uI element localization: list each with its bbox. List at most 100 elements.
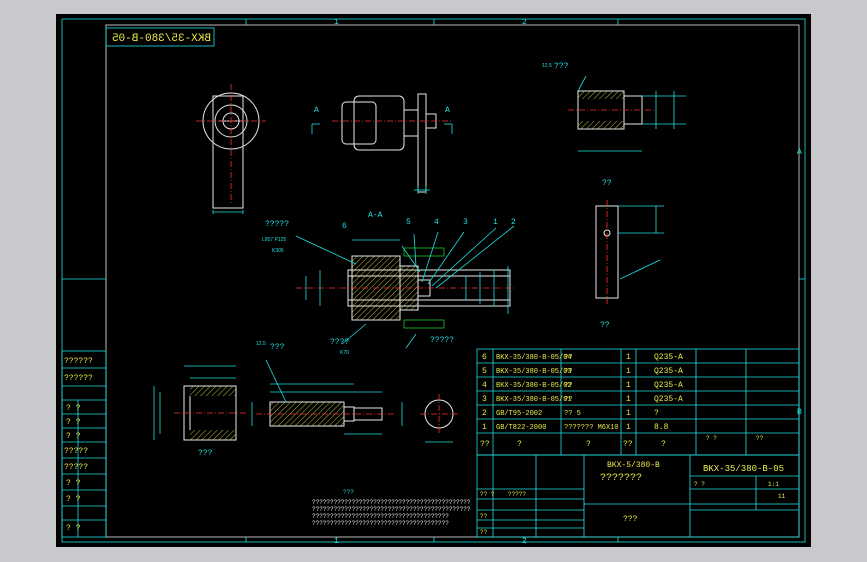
title-mark-5: ?? bbox=[480, 529, 488, 536]
tech-line-3: ?????????????????????????????????????? bbox=[312, 513, 449, 520]
balloon-2: 2 bbox=[511, 218, 516, 227]
bom-row: 2 GB/T95-2002 ?? 5 1? bbox=[482, 409, 659, 418]
bom-cell-qty: 1 bbox=[626, 409, 631, 418]
bom-cell-no: 4 bbox=[482, 381, 487, 390]
shaft-part bbox=[251, 359, 403, 435]
stamp-text: BKX-35/380-B-05 bbox=[112, 33, 211, 45]
strip-row-2: ?????? bbox=[64, 374, 93, 383]
title-mark-3: ????? bbox=[508, 491, 526, 498]
drawing-number: BKX-35/380-B-05 bbox=[703, 464, 784, 474]
bom-cell-code: BKX-35/380-B-05/02 bbox=[496, 382, 572, 390]
cut-label-left: A bbox=[314, 106, 319, 115]
bom-cell-material: Q235-A bbox=[654, 353, 683, 362]
bom-cell-qty: 1 bbox=[626, 367, 631, 376]
left-strip bbox=[61, 350, 107, 538]
strip-row-5: ? ? bbox=[66, 432, 81, 441]
company-name: ??? bbox=[623, 515, 638, 524]
title-mark-1: ? ? bbox=[694, 481, 705, 488]
fit-note-label: ????? bbox=[265, 220, 289, 229]
outer-frame bbox=[61, 18, 806, 543]
strip-row-4: ? ? bbox=[66, 418, 81, 427]
title-mark-2: ?? ? bbox=[480, 491, 495, 498]
tech-requirements: ??? ????????????????????????????????????… bbox=[312, 489, 471, 527]
sheet-value: 11 bbox=[778, 493, 786, 500]
bom-cell-qty: 1 bbox=[626, 353, 631, 362]
zone-label-right-a: A bbox=[797, 148, 802, 157]
balloon-1: 1 bbox=[493, 218, 498, 227]
side-view-part bbox=[595, 200, 664, 304]
strip-row-10: ? ? bbox=[66, 524, 81, 533]
bom-cell-qty: 1 bbox=[626, 381, 631, 390]
small-mark: K70 bbox=[340, 350, 349, 356]
bom-cell-no: 2 bbox=[482, 409, 487, 418]
bom-row: 3 BKX-35/380-B-05/01?? 1 Q235-A bbox=[482, 395, 683, 404]
bom-header-c2: ?? bbox=[756, 435, 764, 442]
bom-header-c1: ? ? bbox=[706, 435, 717, 442]
bom-header-material: ? bbox=[661, 440, 666, 449]
side-view-bottom-label: ?? bbox=[600, 321, 610, 330]
section-aa-assembly bbox=[295, 225, 516, 349]
cad-drawing: 1 2 1 2 A B BKX-35/380-B-05 A A bbox=[61, 18, 806, 546]
assembly-code: BKX-5/380-B bbox=[607, 461, 660, 470]
roughness-mid-left-value: 12.5 bbox=[256, 341, 266, 347]
inner-frame bbox=[105, 24, 800, 538]
zone-label-bottom-2: 2 bbox=[522, 537, 527, 546]
bom-cell-material: ? bbox=[654, 409, 659, 418]
shaft-end-view bbox=[420, 394, 458, 443]
strip-row-7: ????? bbox=[64, 463, 88, 472]
zone-label-bottom-1: 1 bbox=[334, 537, 339, 546]
title-block bbox=[476, 454, 800, 538]
bom-cell-code: GB/T95-2002 bbox=[496, 410, 542, 418]
bom-cell-no: 1 bbox=[482, 423, 487, 432]
bom-cell-name: ??????? M6X10 bbox=[564, 424, 619, 432]
stamp-box bbox=[105, 27, 215, 47]
section-title: A-A bbox=[368, 211, 383, 220]
zone-label-right-b: B bbox=[797, 408, 802, 417]
balloon-6: 6 bbox=[342, 222, 347, 231]
tech-line-4: ?????????????????????????????????????? bbox=[312, 520, 449, 527]
bom-header-name: ? bbox=[586, 440, 591, 449]
bom-table bbox=[476, 348, 800, 456]
bom-cell-no: 3 bbox=[482, 395, 487, 404]
strip-row-6: ????? bbox=[64, 447, 88, 456]
bom-cell-code: BKX-35/380-B-05/01 bbox=[496, 396, 572, 404]
side-view-title: ?? bbox=[602, 179, 612, 188]
bom-header-no: ?? bbox=[480, 440, 490, 449]
bushing-label: ??? bbox=[198, 449, 213, 458]
end-view bbox=[196, 84, 266, 214]
fit-line-2: K305 bbox=[272, 248, 284, 254]
strip-row-1: ?????? bbox=[64, 357, 93, 366]
bom-cell-material: 8.8 bbox=[654, 423, 669, 432]
balloon-5: 5 bbox=[406, 218, 411, 227]
bom-cell-name: ?? bbox=[564, 354, 572, 362]
bom-cell-name: ?? bbox=[564, 396, 572, 404]
drawing-sheet: 1 2 1 2 A B BKX-35/380-B-05 A A bbox=[56, 14, 811, 547]
strip-row-8: ? ? bbox=[66, 479, 81, 488]
bom-cell-material: Q235-A bbox=[654, 395, 683, 404]
fit-line-1: L957 P125 bbox=[262, 237, 286, 243]
tech-line-2: ????????????????????????????????????????… bbox=[312, 506, 471, 513]
roughness-top-right: ??? bbox=[554, 62, 569, 71]
bom-header-qty: ?? bbox=[623, 440, 633, 449]
tech-title: ??? bbox=[343, 489, 354, 496]
bom-header-code: ? bbox=[517, 440, 522, 449]
bom-cell-name: ?? 5 bbox=[564, 410, 581, 418]
bom-cell-material: Q235-A bbox=[654, 367, 683, 376]
bom-cell-no: 6 bbox=[482, 353, 487, 362]
front-view bbox=[311, 93, 453, 194]
roughness-mid-left: ??? bbox=[270, 343, 285, 352]
bom-cell-material: Q235-A bbox=[654, 381, 683, 390]
bom-cell-name: ?? bbox=[564, 382, 572, 390]
balloon-4: 4 bbox=[434, 218, 439, 227]
roughness-top-right-value: 12.5 bbox=[542, 63, 552, 69]
strip-row-3: ? ? bbox=[66, 404, 81, 413]
bom-cell-qty: 1 bbox=[626, 395, 631, 404]
bom-cell-no: 5 bbox=[482, 367, 487, 376]
zone-label-top-1: 1 bbox=[334, 18, 339, 27]
bushing-part-bottom bbox=[153, 365, 246, 441]
title-mark-4: ?? bbox=[480, 513, 488, 520]
